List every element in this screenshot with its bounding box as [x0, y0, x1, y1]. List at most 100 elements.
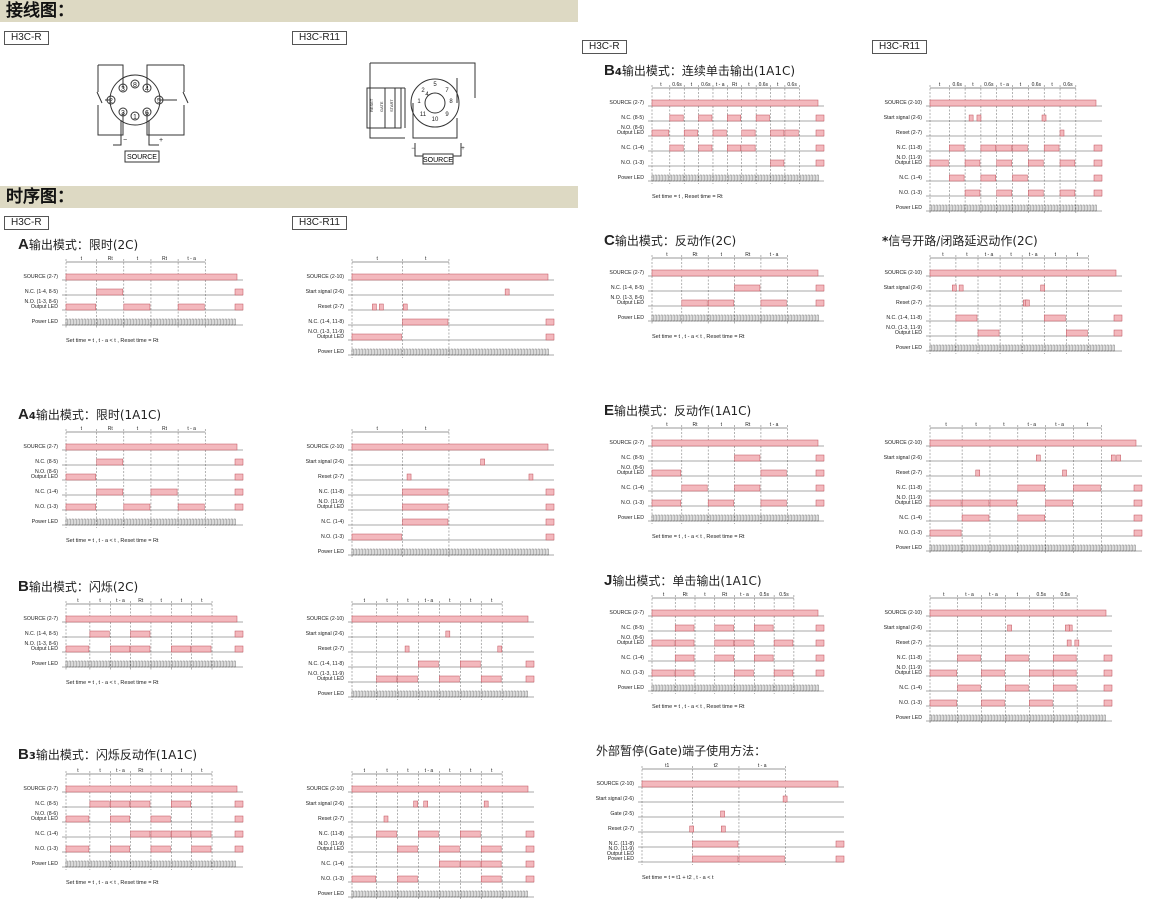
signal-label: N.O. (11-9)	[896, 495, 922, 501]
svg-text:2: 2	[421, 88, 425, 94]
trigger-pulse	[968, 114, 974, 122]
panel-title-letter: *	[882, 234, 889, 248]
trigger-pulse	[383, 815, 389, 823]
source-on-pulse	[641, 780, 839, 788]
output-on-pulse	[65, 503, 96, 511]
output-on-pulse	[65, 473, 96, 481]
output-tail-pulse	[234, 645, 244, 653]
interval-label: t	[99, 768, 101, 774]
output-on-pulse	[964, 189, 981, 197]
svg-text:5: 5	[433, 82, 437, 88]
output-on-pulse	[760, 499, 787, 507]
panel-title-text: 输出模式：单击输出(1A1C)	[612, 574, 762, 588]
signal-label: SOURCE (2-10)	[307, 786, 345, 792]
output-tail-pulse	[1093, 159, 1103, 167]
signal-label: N.O. (8-6)	[35, 469, 58, 475]
interval-label: t	[407, 768, 409, 774]
signal-label: N.O. (1-3)	[321, 534, 344, 540]
interval-label: t - a	[989, 592, 998, 598]
signal-label: SOURCE (2-10)	[307, 444, 345, 450]
output-tail-pulse	[545, 333, 555, 341]
source-on-pulse	[651, 269, 819, 277]
output-tail-pulse	[234, 288, 244, 296]
power-led-pulses	[351, 348, 549, 356]
interval-label: Rt	[732, 82, 738, 88]
output-tail-pulse	[815, 144, 825, 152]
interval-label: t	[77, 598, 79, 604]
interval-label: t	[666, 422, 668, 428]
interval-label: Rt	[683, 592, 689, 598]
interval-label: 0.5s	[760, 592, 770, 598]
svg-text:+: +	[461, 146, 465, 152]
panel-title-letter: A	[18, 406, 29, 423]
output-on-pulse	[376, 830, 397, 838]
signal-label: N.C. (11-8)	[319, 831, 345, 837]
output-tail-pulse	[815, 499, 825, 507]
power-led-pulses	[65, 318, 236, 326]
output-on-pulse	[980, 174, 996, 182]
output-on-pulse	[130, 645, 151, 653]
signal-label: Power LED	[318, 349, 344, 355]
trigger-pulse	[721, 825, 726, 833]
panel-caption: Set time = t , t - a < t , Reset time = …	[66, 880, 159, 886]
svg-text:1: 1	[417, 99, 421, 105]
interval-label: t	[137, 256, 139, 262]
output-on-pulse	[727, 144, 742, 152]
signal-label: Reset (2-7)	[318, 816, 344, 822]
output-on-pulse	[754, 624, 774, 632]
signal-label: SOURCE (2-10)	[597, 781, 635, 787]
interval-label: t	[666, 252, 668, 258]
output-on-pulse	[171, 830, 191, 838]
signal-label: N.C. (1-4)	[621, 485, 644, 491]
signal-label: N.C. (1-4)	[35, 831, 58, 837]
output-on-pulse	[669, 114, 684, 122]
signal-label: Output LED	[31, 304, 58, 310]
output-on-pulse	[96, 488, 124, 496]
interval-label: 0.5s	[1060, 592, 1070, 598]
source-on-pulse	[929, 269, 1117, 277]
output-on-pulse	[89, 800, 110, 808]
svg-text:2: 2	[109, 98, 113, 105]
signal-label: Reset (2-7)	[318, 474, 344, 480]
output-tail-pulse	[815, 484, 825, 492]
trigger-pulse	[1065, 624, 1070, 632]
output-tail-pulse	[525, 875, 535, 883]
output-tail-pulse	[234, 303, 244, 311]
tag-timing-r: H3C-R	[4, 216, 49, 230]
output-on-pulse	[734, 454, 761, 462]
panel-caption: Set time = t , t - a < t , Reset time = …	[66, 538, 159, 544]
output-on-pulse	[651, 639, 675, 647]
signal-label: N.C. (1-4, 11-8)	[308, 319, 344, 325]
interval-label: t	[386, 598, 388, 604]
signal-label: Output LED	[31, 474, 58, 480]
signal-label: Output LED	[617, 470, 644, 476]
output-tail-pulse	[815, 299, 825, 307]
output-on-pulse	[674, 639, 695, 647]
output-on-pulse	[981, 699, 1005, 707]
svg-text:4: 4	[425, 92, 429, 98]
svg-text:3: 3	[121, 110, 125, 117]
trigger-pulse	[782, 795, 788, 803]
wiring-gate-label: GATE	[379, 101, 384, 112]
output-on-pulse	[754, 654, 774, 662]
interval-label: t	[660, 82, 662, 88]
svg-text:−: −	[411, 146, 415, 152]
output-tail-pulse	[815, 114, 825, 122]
signal-label: Power LED	[32, 661, 58, 667]
signal-label: SOURCE (2-7)	[23, 274, 58, 280]
signal-label: SOURCE (2-10)	[885, 270, 923, 276]
interval-label: 0.5s	[1037, 592, 1047, 598]
output-on-pulse	[707, 499, 734, 507]
trigger-pulse	[504, 288, 510, 296]
panel-title-text: 输出模式：连续单击输出(1A1C)	[621, 64, 796, 78]
output-on-pulse	[1045, 499, 1073, 507]
interval-label: t	[945, 422, 947, 428]
